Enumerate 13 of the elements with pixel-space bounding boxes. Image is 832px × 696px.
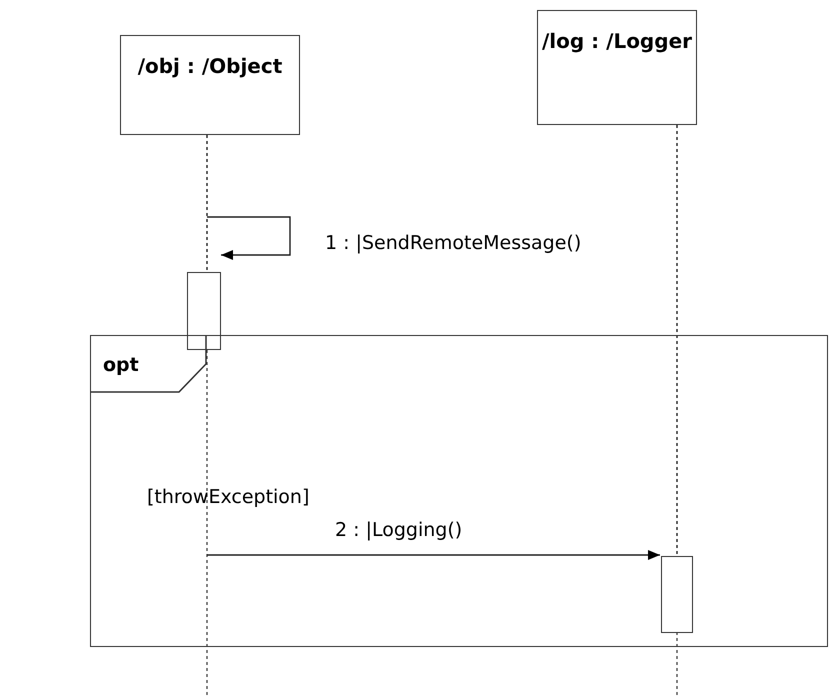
object-box: /log : /Logger: [537, 10, 697, 125]
lifeline: [206, 135, 208, 272]
message-label: 1 : |SendRemoteMessage(): [325, 232, 582, 254]
fragment-operator: opt: [103, 354, 139, 376]
fragment-frame: [90, 335, 828, 647]
activation-bar: [187, 272, 221, 350]
lifeline: [676, 125, 678, 555]
message-arrow: [207, 550, 660, 560]
message-arrow: [207, 216, 291, 260]
activation-bar: [661, 556, 693, 633]
message-label: 2 : |Logging(): [335, 519, 462, 541]
object-box: /obj : /Object: [120, 35, 300, 135]
guard-condition: [throwException]: [147, 486, 310, 508]
